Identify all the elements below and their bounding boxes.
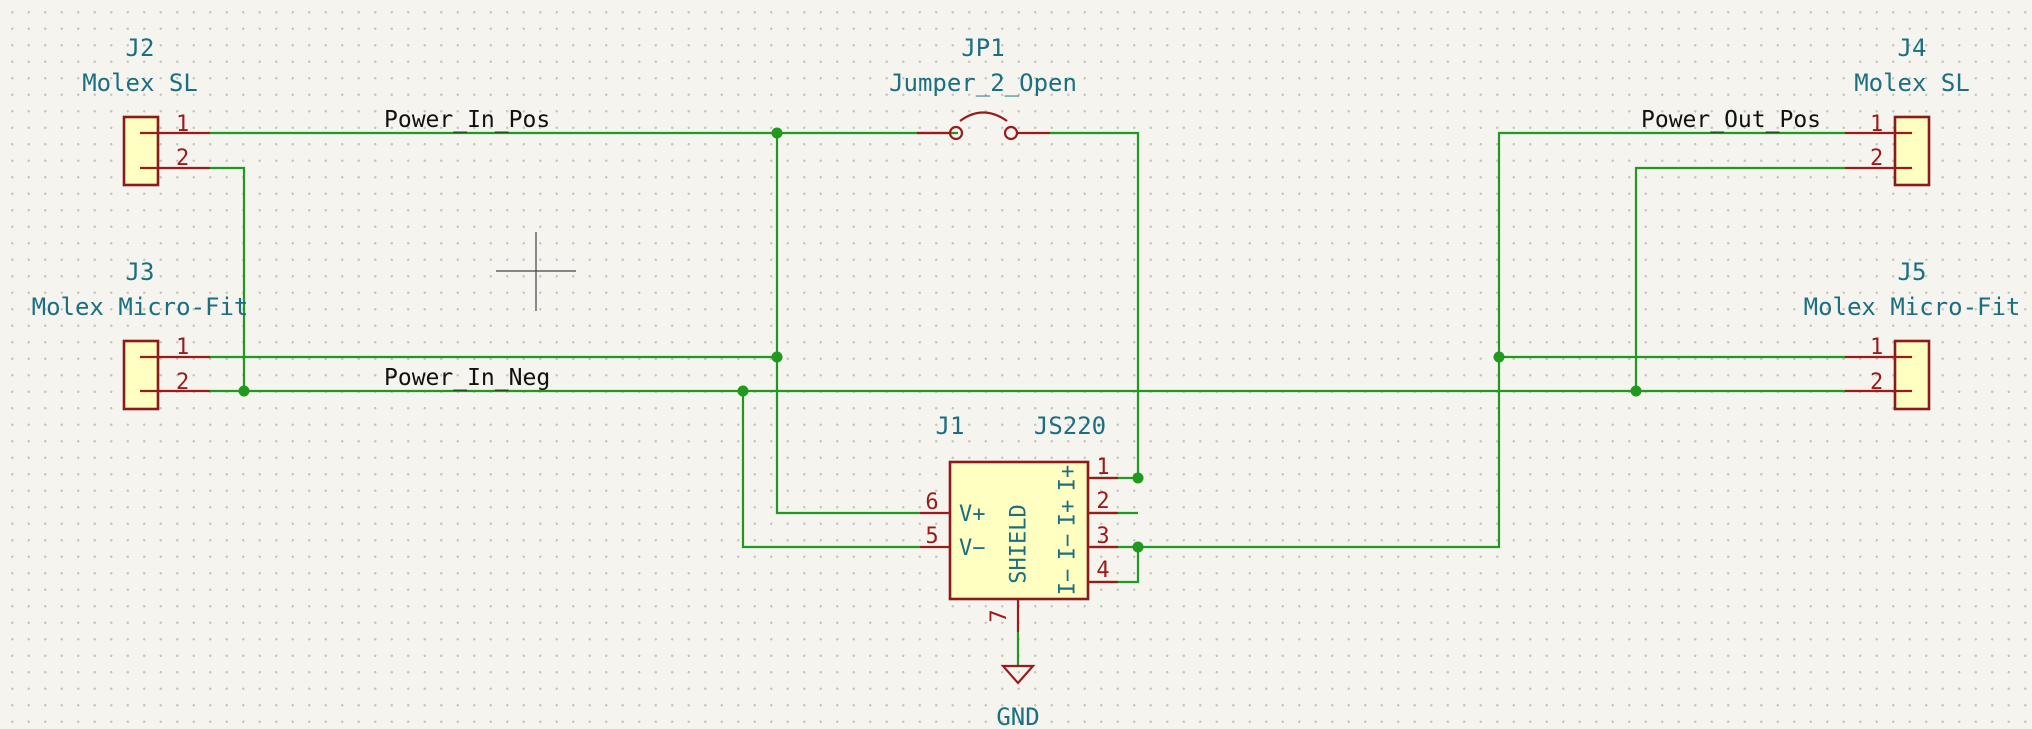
connector-body (122, 339, 160, 411)
jumper-jp1[interactable]: JP1 Jumper_2_Open (889, 34, 1077, 141)
wire-j1-pin3-out[interactable] (1090, 131, 1845, 549)
jumper-ref: JP1 (961, 34, 1004, 62)
pin-number: 1 (1096, 455, 1109, 480)
connector-body (1893, 339, 1931, 411)
pin-number: 5 (925, 524, 938, 549)
wire-j4-pin2[interactable] (1634, 166, 1845, 391)
pin-name-v-plus: V+ (959, 502, 986, 527)
ground-icon (1000, 664, 1036, 685)
ground-symbol[interactable]: GND (996, 664, 1040, 729)
wire-vminus[interactable] (741, 391, 920, 549)
wires (210, 131, 1845, 665)
pin-number: 2 (176, 146, 189, 171)
pin-name-i-minus: I− (1056, 534, 1081, 561)
connector-ref: J2 (126, 34, 155, 62)
sensor-j1[interactable]: J1 JS220 6 5 V+ V− 1 2 3 4 I+ I+ I− I− S… (920, 412, 1118, 632)
pin-name-shield: SHIELD (1007, 504, 1032, 583)
net-label-power-out-pos[interactable]: Power_Out_Pos (1641, 107, 1821, 133)
connector-j5[interactable]: J5 Molex Micro-Fit 1 2 (1804, 258, 2021, 411)
pin-number: 1 (176, 335, 189, 360)
connector-ref: J5 (1898, 258, 1927, 286)
connector-value: Molex SL (1854, 69, 1970, 97)
pin-number: 1 (1870, 112, 1883, 137)
connector-body (1893, 115, 1931, 187)
junction-dot (1132, 472, 1144, 484)
pin-number: 2 (1096, 489, 1109, 514)
junction-dot (1493, 351, 1505, 363)
pin-number: 7 (987, 609, 1012, 622)
pin-number: 2 (176, 370, 189, 395)
junction-dot (1132, 541, 1144, 553)
net-label-power-in-neg[interactable]: Power_In_Neg (384, 365, 550, 391)
pin-number: 4 (1096, 558, 1109, 583)
pin-number: 1 (1870, 335, 1883, 360)
connector-ref: J3 (126, 258, 155, 286)
jumper-bridge-arc (959, 111, 1008, 122)
connector-value: Molex Micro-Fit (1804, 293, 2021, 321)
pin-name-i-plus: I+ (1056, 465, 1081, 492)
pin-name-i-minus: I− (1056, 569, 1081, 596)
net-label-power-in-pos[interactable]: Power_In_Pos (384, 107, 550, 133)
connector-ref: J4 (1898, 34, 1927, 62)
connector-j4[interactable]: J4 Molex SL 1 2 (1845, 34, 1970, 187)
connector-body (122, 115, 160, 187)
sensor-ref: J1 (936, 412, 965, 440)
pin-number: 2 (1870, 370, 1883, 395)
ground-label: GND (996, 703, 1039, 729)
junction-dot (771, 351, 783, 363)
sensor-body (948, 460, 1090, 601)
wire-vplus[interactable] (775, 133, 920, 515)
pin-number: 1 (176, 112, 189, 137)
junctions (238, 127, 1642, 553)
junction-dot (1630, 385, 1642, 397)
wire-j2-pin2[interactable] (210, 166, 246, 391)
connector-j2[interactable]: J2 Molex SL 1 2 (82, 34, 210, 187)
connector-value: Molex SL (82, 69, 198, 97)
junction-dot (238, 385, 250, 397)
pin-name-v-minus: V− (959, 536, 986, 561)
pin-number: 2 (1870, 146, 1883, 171)
junction-dot (771, 127, 783, 139)
pin-number: 3 (1096, 524, 1109, 549)
pin-number: 6 (925, 490, 938, 515)
jumper-contact (948, 125, 964, 141)
connector-value: Molex Micro-Fit (32, 293, 249, 321)
connector-j3[interactable]: J3 Molex Micro-Fit 1 2 (32, 258, 249, 411)
pin-name-i-plus: I+ (1056, 500, 1081, 527)
jumper-value: Jumper_2_Open (889, 69, 1077, 97)
crosshair-cursor-icon (496, 232, 576, 311)
junction-dot (737, 385, 749, 397)
jumper-contact (1003, 125, 1019, 141)
sensor-value: JS220 (1034, 412, 1106, 440)
wire-jp1-right[interactable] (1050, 131, 1140, 478)
